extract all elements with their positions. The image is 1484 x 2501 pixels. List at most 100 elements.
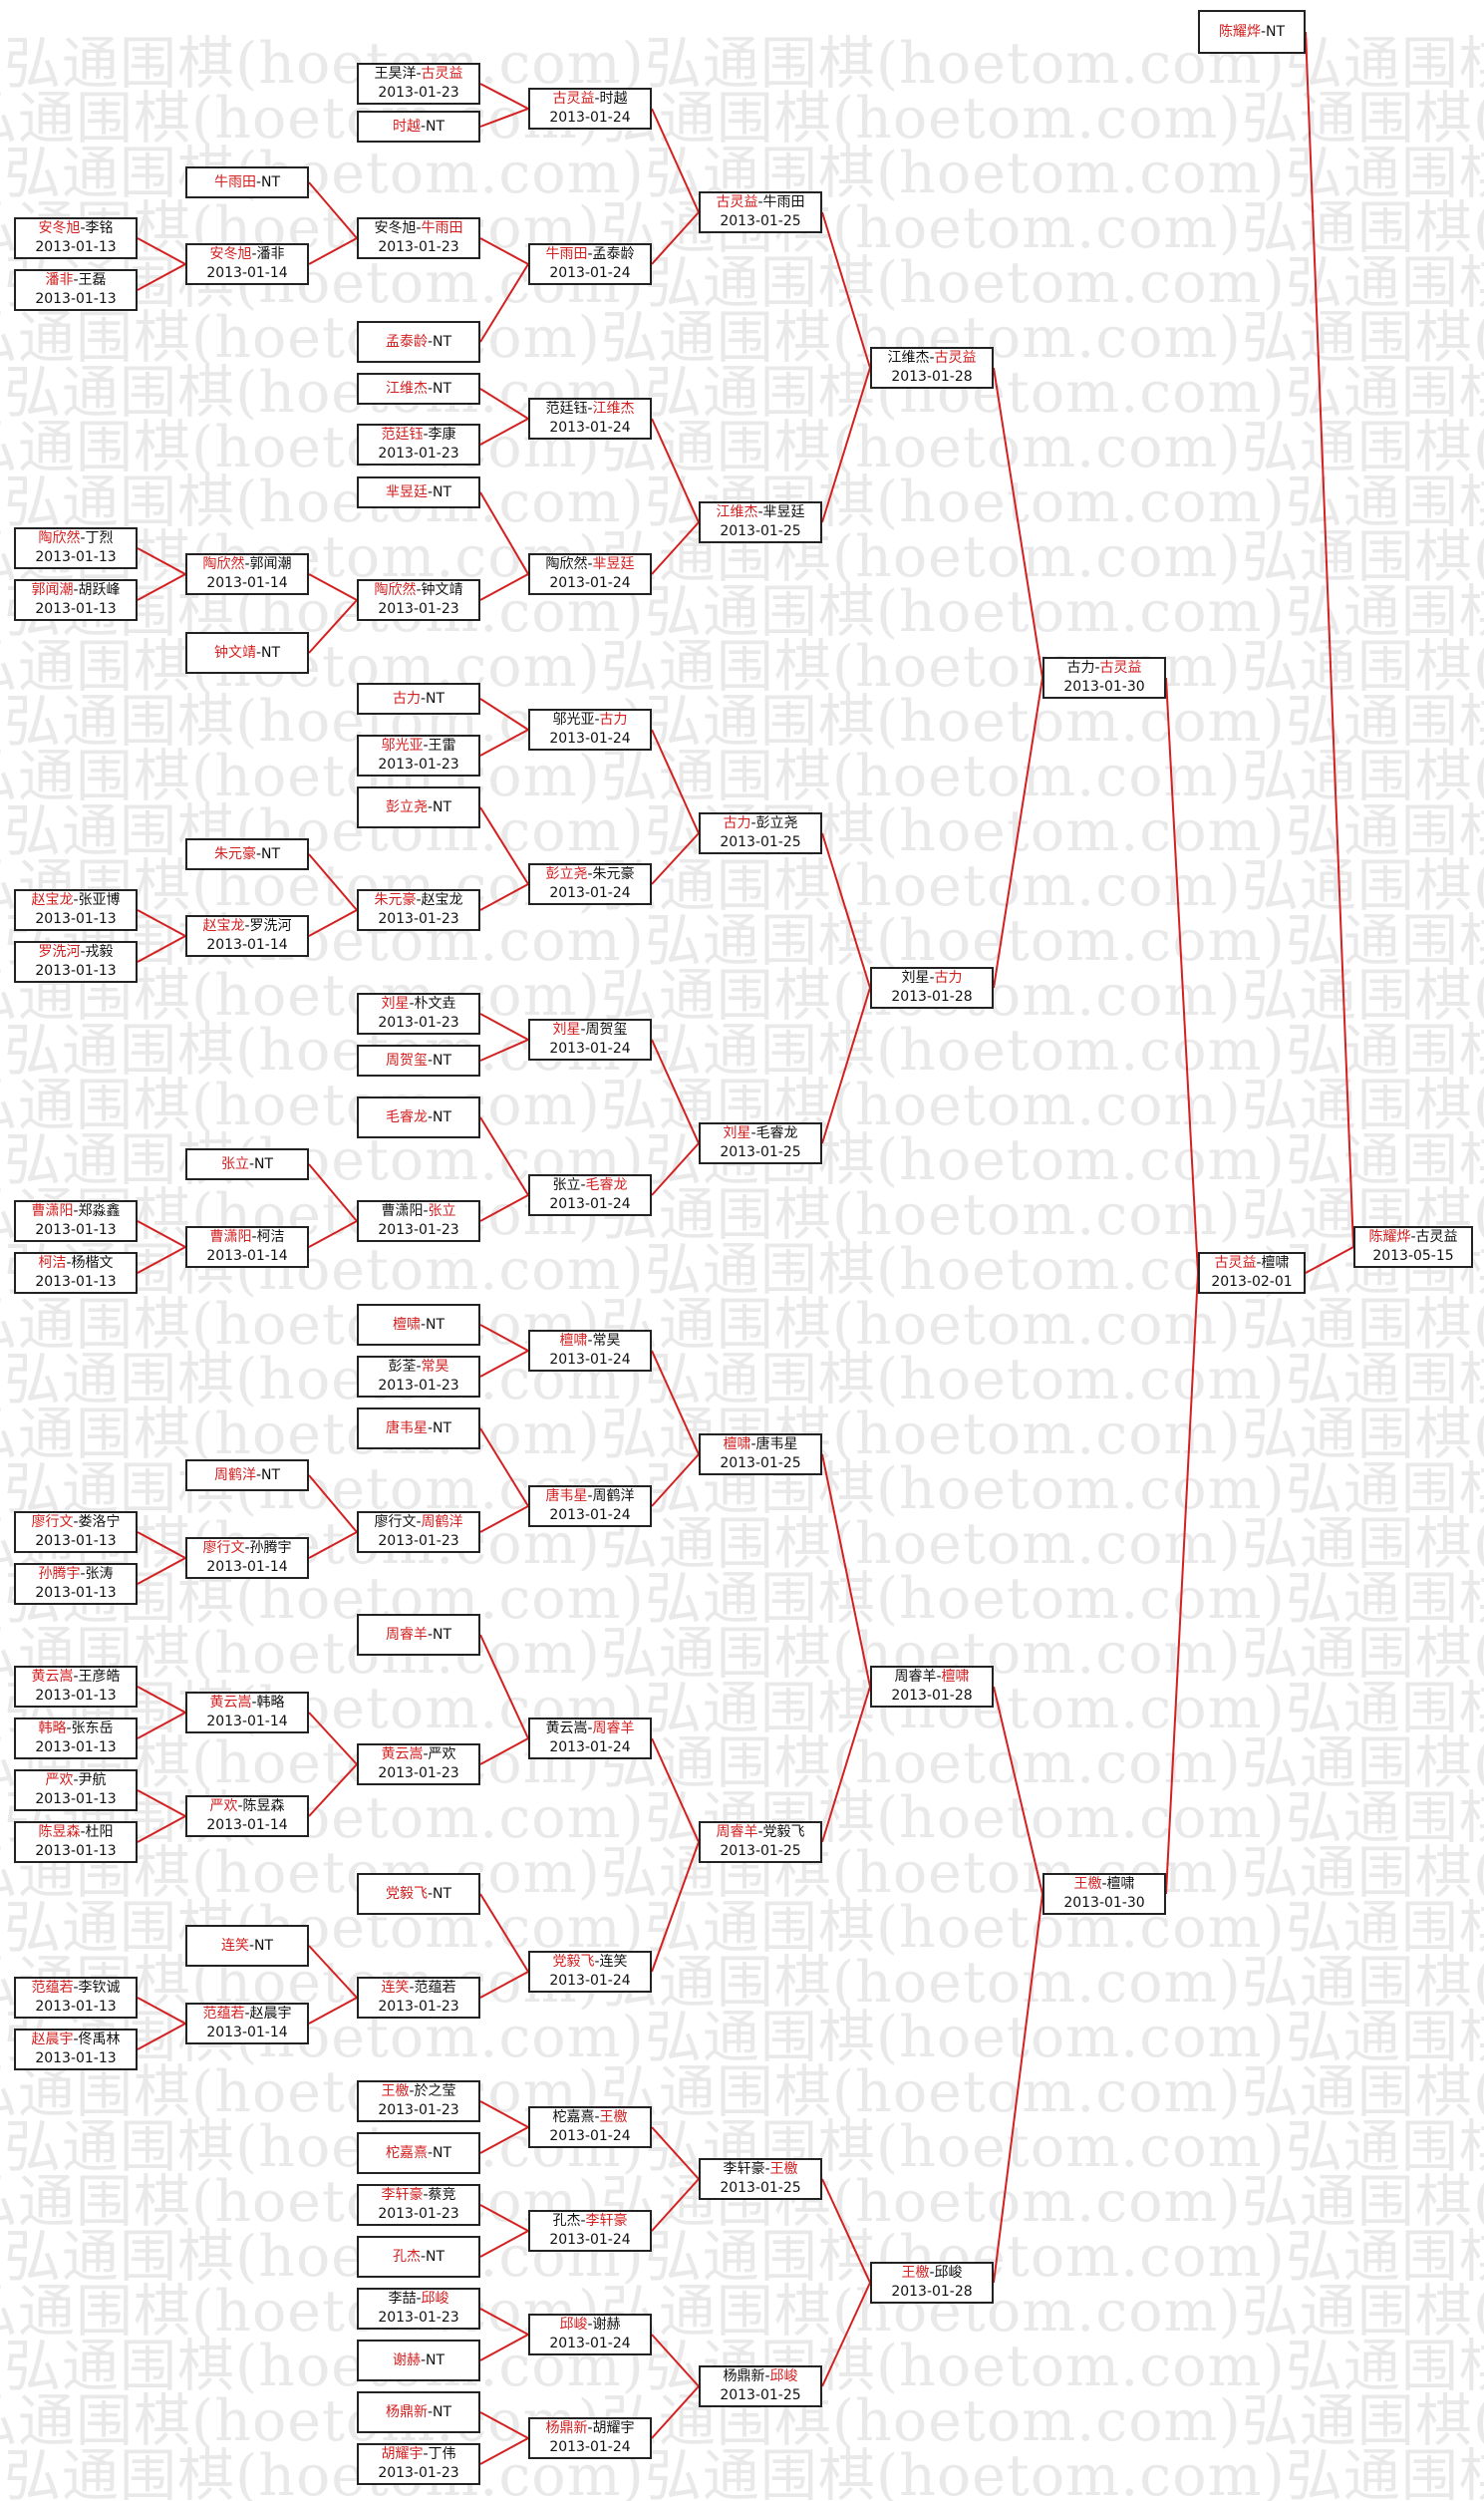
match-date: 2013-01-24	[549, 1352, 631, 1368]
player-1: 严欢	[45, 1772, 74, 1788]
player-2: 毛睿龙	[585, 1177, 628, 1193]
player-1: 朱元豪	[213, 845, 256, 862]
player-2: 李铭	[85, 220, 114, 236]
player-2: NT	[433, 1885, 452, 1902]
match-box: 朱元豪-NT	[185, 838, 309, 870]
match-players: 曹潇阳-张立	[359, 1202, 478, 1221]
bracket-link	[651, 2178, 700, 2232]
player-2: NT	[254, 1155, 274, 1172]
player-separator: -	[427, 798, 434, 815]
match-players: 党毅飞-连笑	[530, 1953, 650, 1972]
match-date: 2013-01-24	[549, 265, 631, 281]
match-date: 2013-01-14	[206, 1248, 288, 1264]
player-separator: -	[244, 918, 250, 934]
bracket-link	[479, 573, 529, 601]
bracket-link	[479, 2230, 529, 2258]
match-players: 严欢-尹航	[16, 1771, 136, 1790]
player-1: 朱元豪	[374, 892, 417, 908]
player-2: 王磊	[78, 272, 107, 288]
match-players: 江维杰-NT	[359, 380, 478, 399]
player-1: 时越	[392, 118, 421, 135]
player-2: 佟禹林	[78, 2032, 121, 2047]
bracket-link	[479, 1737, 529, 1765]
player-2: 古灵益	[421, 66, 463, 82]
player-1: 陶欣然	[202, 556, 245, 572]
match-date: 2013-01-23	[378, 911, 459, 927]
bracket-link	[651, 1841, 700, 1973]
bracket-link	[308, 1531, 358, 1559]
match-players: 连笑-范蕴若	[359, 1979, 478, 1998]
match-players: 严欢-陈昱森	[187, 1797, 307, 1816]
player-separator: -	[80, 944, 86, 960]
match-players: 朱元豪-赵宝龙	[359, 891, 478, 910]
bracket-link	[308, 181, 358, 239]
match-players: 古力-NT	[359, 690, 478, 709]
player-2: NT	[433, 1626, 452, 1643]
player-separator: -	[764, 2161, 770, 2177]
player-1: 潘非	[45, 272, 74, 288]
player-2: 柯洁	[256, 1229, 285, 1245]
bracket-link	[651, 1142, 700, 1196]
player-separator: -	[409, 2083, 415, 2099]
match-date: 2013-01-23	[378, 2310, 459, 2326]
bracket-link	[651, 2126, 700, 2180]
match-date: 2013-01-24	[549, 2128, 631, 2144]
match-players: 杨鼎新-胡耀宇	[530, 2419, 650, 2438]
player-2: 王檄	[769, 2161, 798, 2177]
bracket-link	[479, 1116, 529, 1196]
player-separator: -	[237, 1798, 243, 1814]
match-date: 2013-01-13	[35, 1274, 117, 1290]
bracket-link	[137, 2023, 186, 2050]
player-separator: -	[244, 1540, 250, 1556]
player-separator: -	[248, 1155, 255, 1172]
bracket-link	[993, 1686, 1043, 1895]
match-box: 杨鼎新-NT	[357, 2391, 480, 2433]
player-1: 邬光亚	[552, 712, 595, 728]
match-box: 唐韦星-NT	[357, 1407, 480, 1449]
bracket-link	[1165, 677, 1199, 1274]
match-players: 韩略-张东岳	[16, 1719, 136, 1738]
bracket-link	[479, 1039, 529, 1062]
bracket-link	[651, 418, 700, 523]
match-players: 杨鼎新-NT	[359, 2403, 478, 2422]
bracket-link	[479, 2334, 529, 2361]
player-1: 赵宝龙	[31, 892, 74, 908]
player-2: NT	[433, 483, 452, 500]
match-players: 古力-古灵益	[1044, 659, 1164, 678]
player-2: 江维杰	[592, 401, 635, 417]
bracket-link	[821, 1686, 871, 1843]
player-separator: -	[929, 970, 935, 986]
bracket-link	[137, 1997, 186, 2025]
player-1: 邬光亚	[381, 738, 424, 754]
match-date: 2013-01-25	[720, 2180, 801, 2196]
player-2: 牛雨田	[421, 220, 463, 236]
player-separator: -	[416, 2291, 422, 2307]
player-2: NT	[426, 1316, 445, 1333]
player-separator: -	[594, 712, 600, 728]
player-1: 刘星	[723, 1125, 751, 1141]
match-players: 周睿羊-NT	[359, 1626, 478, 1645]
match-date: 2013-01-14	[206, 937, 288, 953]
bracket-link	[821, 211, 871, 369]
player-separator: -	[251, 1229, 257, 1245]
match-date: 2013-01-14	[206, 265, 288, 281]
player-1: 谢赫	[392, 2351, 421, 2368]
player-separator: -	[423, 1746, 429, 1762]
match-players: 孔杰-李轩豪	[530, 2212, 650, 2231]
match-players: 廖行文-娄洛宁	[16, 1513, 136, 1532]
